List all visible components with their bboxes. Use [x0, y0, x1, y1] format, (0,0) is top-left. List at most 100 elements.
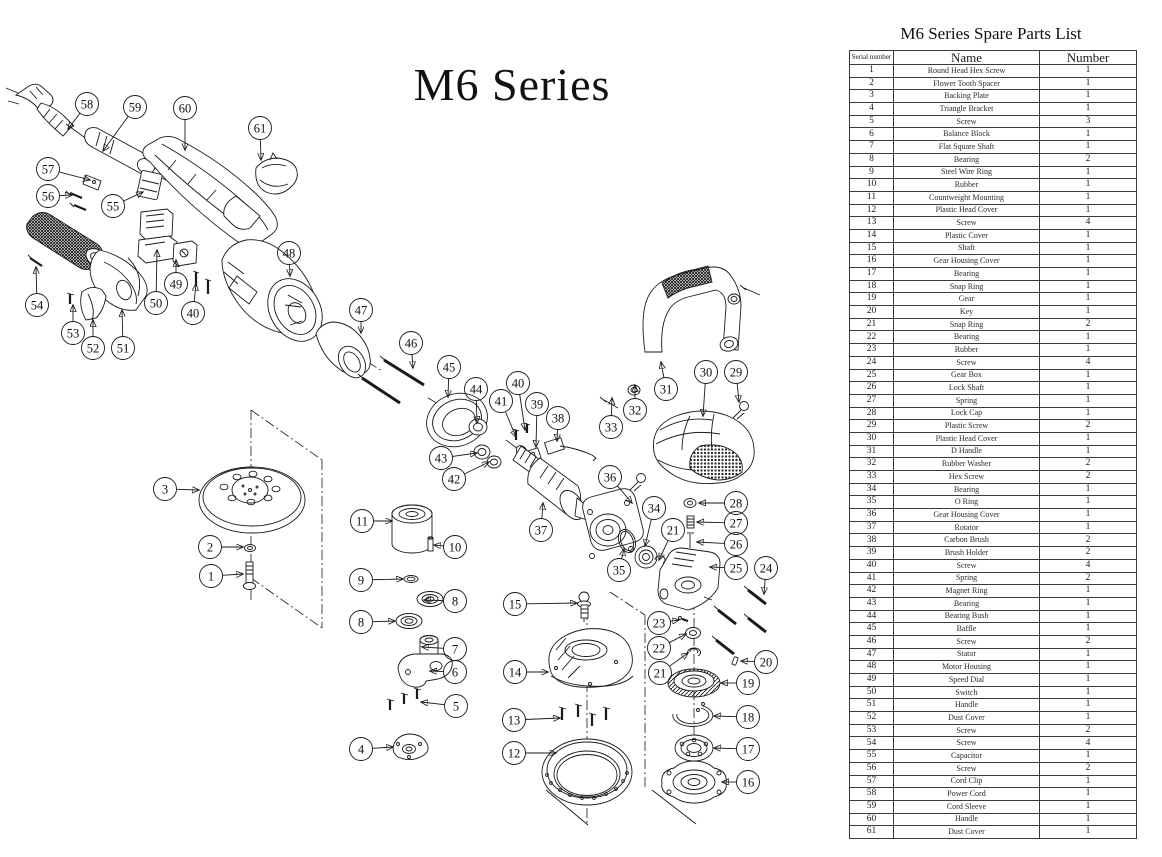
- cell-number: 1: [1039, 596, 1137, 611]
- callout-1: 1: [199, 564, 244, 588]
- cell-serial: 19: [849, 292, 894, 307]
- leader-line: [424, 600, 444, 601]
- callout-circle: [36, 184, 60, 208]
- spare-parts-panel: M6 Series Spare Parts List Serial number…: [849, 24, 1137, 839]
- callout-circle: [349, 610, 373, 634]
- cell-serial: 26: [849, 381, 894, 395]
- cell-serial: 49: [849, 673, 894, 687]
- cell-name: Brush Holder: [893, 546, 1040, 560]
- part-cord-clip: [82, 174, 102, 191]
- cell-name: Baffle: [893, 622, 1040, 636]
- cell-serial: 59: [849, 799, 894, 814]
- leader-line: [714, 748, 737, 749]
- cell-name: Rubber: [893, 178, 1040, 192]
- callout-57: 57: [36, 157, 91, 181]
- cell-number: 2: [1039, 546, 1137, 560]
- cell-number: 1: [1039, 292, 1137, 307]
- callout-number: 39: [531, 397, 544, 411]
- cell-serial: 36: [849, 508, 894, 522]
- cell-name: Plastic Head Cover: [893, 203, 1040, 218]
- cell-number: 1: [1039, 393, 1137, 408]
- callout-circle: [36, 157, 60, 181]
- callout-number: 45: [443, 360, 456, 374]
- callout-number: 35: [613, 563, 626, 577]
- cell-number: 1: [1039, 228, 1137, 243]
- part-bearing-43: [473, 444, 491, 460]
- callout-number: 60: [179, 101, 192, 115]
- callout-number: 24: [760, 561, 773, 575]
- callout-number: 30: [700, 365, 713, 379]
- callout-number: 8: [452, 594, 458, 608]
- callout-circle: [529, 518, 553, 542]
- callout-15: 15: [503, 592, 578, 616]
- cell-serial: 4: [849, 102, 894, 116]
- cell-number: 1: [1039, 685, 1137, 700]
- leader-line: [412, 354, 413, 368]
- leader-line: [714, 716, 737, 717]
- callout-circle: [623, 398, 647, 422]
- callout-number: 50: [150, 296, 163, 310]
- cell-name: Backing Plate: [893, 89, 1040, 104]
- part-snap-ring-21b: [687, 647, 702, 657]
- cell-serial: 47: [849, 647, 894, 662]
- callout-number: 48: [283, 246, 296, 260]
- callout-number: 27: [730, 516, 743, 530]
- leader-line: [222, 574, 243, 575]
- part-bearing-22: [685, 627, 701, 639]
- callout-54: 54: [25, 267, 49, 317]
- part-stator: [315, 321, 371, 379]
- cell-number: 1: [1039, 203, 1137, 218]
- part-gear-cover-36: [582, 488, 644, 559]
- leader-line: [289, 264, 290, 276]
- cell-name: Countweight Mounting: [893, 190, 1040, 205]
- cell-serial: 21: [849, 317, 894, 332]
- callout-19: 19: [721, 671, 760, 695]
- cell-number: 1: [1039, 406, 1137, 421]
- cell-number: 1: [1039, 267, 1137, 281]
- cell-number: 4: [1039, 558, 1137, 573]
- callout-34: 34: [642, 496, 666, 547]
- callout-circle: [349, 298, 373, 322]
- callout-50: 50: [144, 250, 168, 315]
- callout-number: 26: [730, 537, 743, 551]
- callout-58: 58: [68, 92, 99, 130]
- part-bearing-17: [674, 734, 714, 762]
- callout-36: 36: [598, 465, 633, 504]
- cell-name: Screw: [893, 634, 1040, 649]
- callout-circle: [661, 518, 685, 542]
- cell-name: Gear Housing Cover: [893, 508, 1040, 522]
- table-title: M6 Series Spare Parts List: [900, 24, 1082, 43]
- callout-circle: [654, 377, 678, 401]
- callout-22: 22: [647, 634, 687, 660]
- callout-31: 31: [654, 362, 678, 401]
- callout-4: 4: [349, 737, 394, 761]
- leader-line: [59, 171, 90, 180]
- exploded-view-diagram: 5859606157565554535251504940484746454441…: [5, 83, 778, 826]
- cell-name: Spring: [893, 393, 1040, 408]
- callout-9: 9: [349, 568, 404, 592]
- leader-line: [372, 747, 393, 748]
- callout-number: 31: [660, 382, 673, 396]
- cell-name: Key: [893, 305, 1040, 319]
- leader-line: [176, 489, 199, 490]
- col-header-name: Name: [893, 50, 1040, 65]
- leader-line: [476, 400, 477, 423]
- cell-serial: 54: [849, 736, 894, 751]
- cell-number: 1: [1039, 749, 1137, 763]
- cell-serial: 15: [849, 241, 894, 256]
- callout-6: 6: [430, 660, 467, 684]
